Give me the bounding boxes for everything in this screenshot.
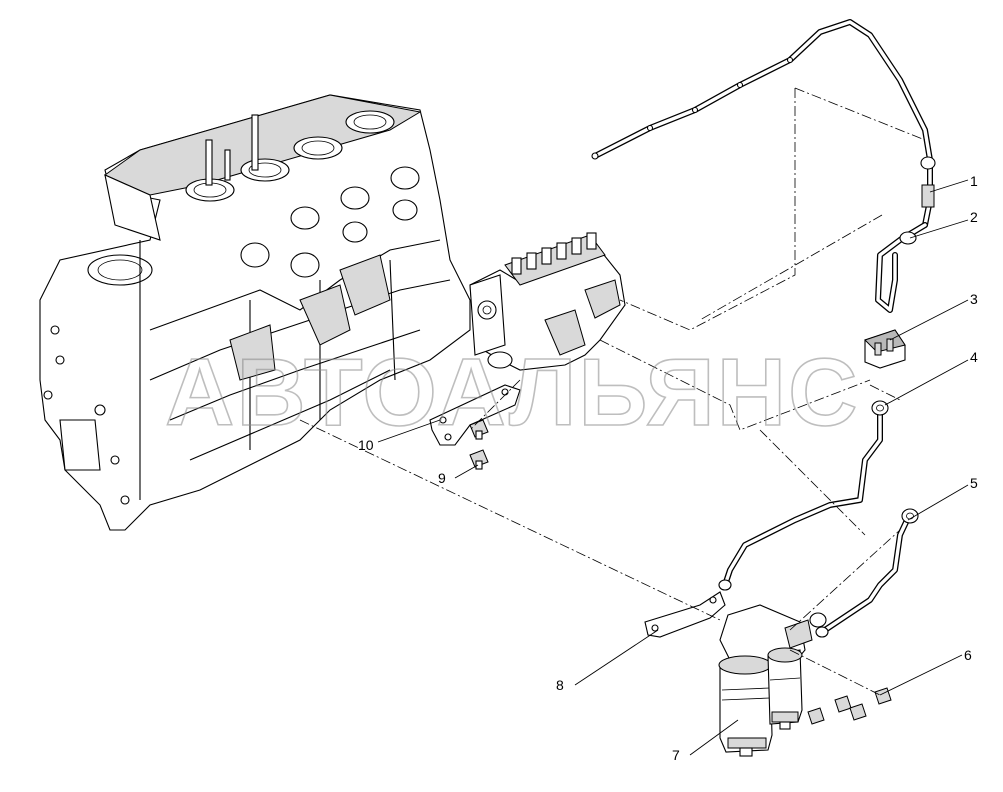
watermark-text: АВТОАЛЬЯНС bbox=[165, 339, 859, 446]
callout-2: 2 bbox=[970, 209, 978, 225]
callout-4: 4 bbox=[970, 349, 978, 365]
fuel-filter-7 bbox=[718, 604, 813, 757]
callout-6: 6 bbox=[964, 647, 972, 663]
assembly-centerlines bbox=[299, 87, 926, 696]
callout-10: 10 bbox=[358, 437, 374, 453]
engine-block bbox=[39, 94, 471, 531]
callout-5: 5 bbox=[970, 475, 978, 491]
callout-7: 7 bbox=[672, 747, 680, 763]
bolt-6-a bbox=[807, 707, 825, 725]
callout-8: 8 bbox=[556, 677, 564, 693]
callout-3: 3 bbox=[970, 291, 978, 307]
bolt-9-upper bbox=[469, 419, 489, 440]
bolt-6-c bbox=[849, 703, 867, 721]
bolt-9-lower bbox=[469, 449, 489, 470]
block-part-3 bbox=[864, 329, 906, 369]
fuel-pipe-1 bbox=[591, 19, 936, 228]
callout-9: 9 bbox=[438, 470, 446, 486]
fuel-pipe-5 bbox=[809, 508, 919, 638]
injection-pump bbox=[469, 232, 626, 371]
fuel-pipe-4 bbox=[718, 400, 889, 591]
bolt-6-b bbox=[834, 695, 852, 713]
callout-1: 1 bbox=[970, 173, 978, 189]
callout-leaders bbox=[377, 179, 969, 756]
fuel-pipe-2 bbox=[875, 222, 928, 313]
